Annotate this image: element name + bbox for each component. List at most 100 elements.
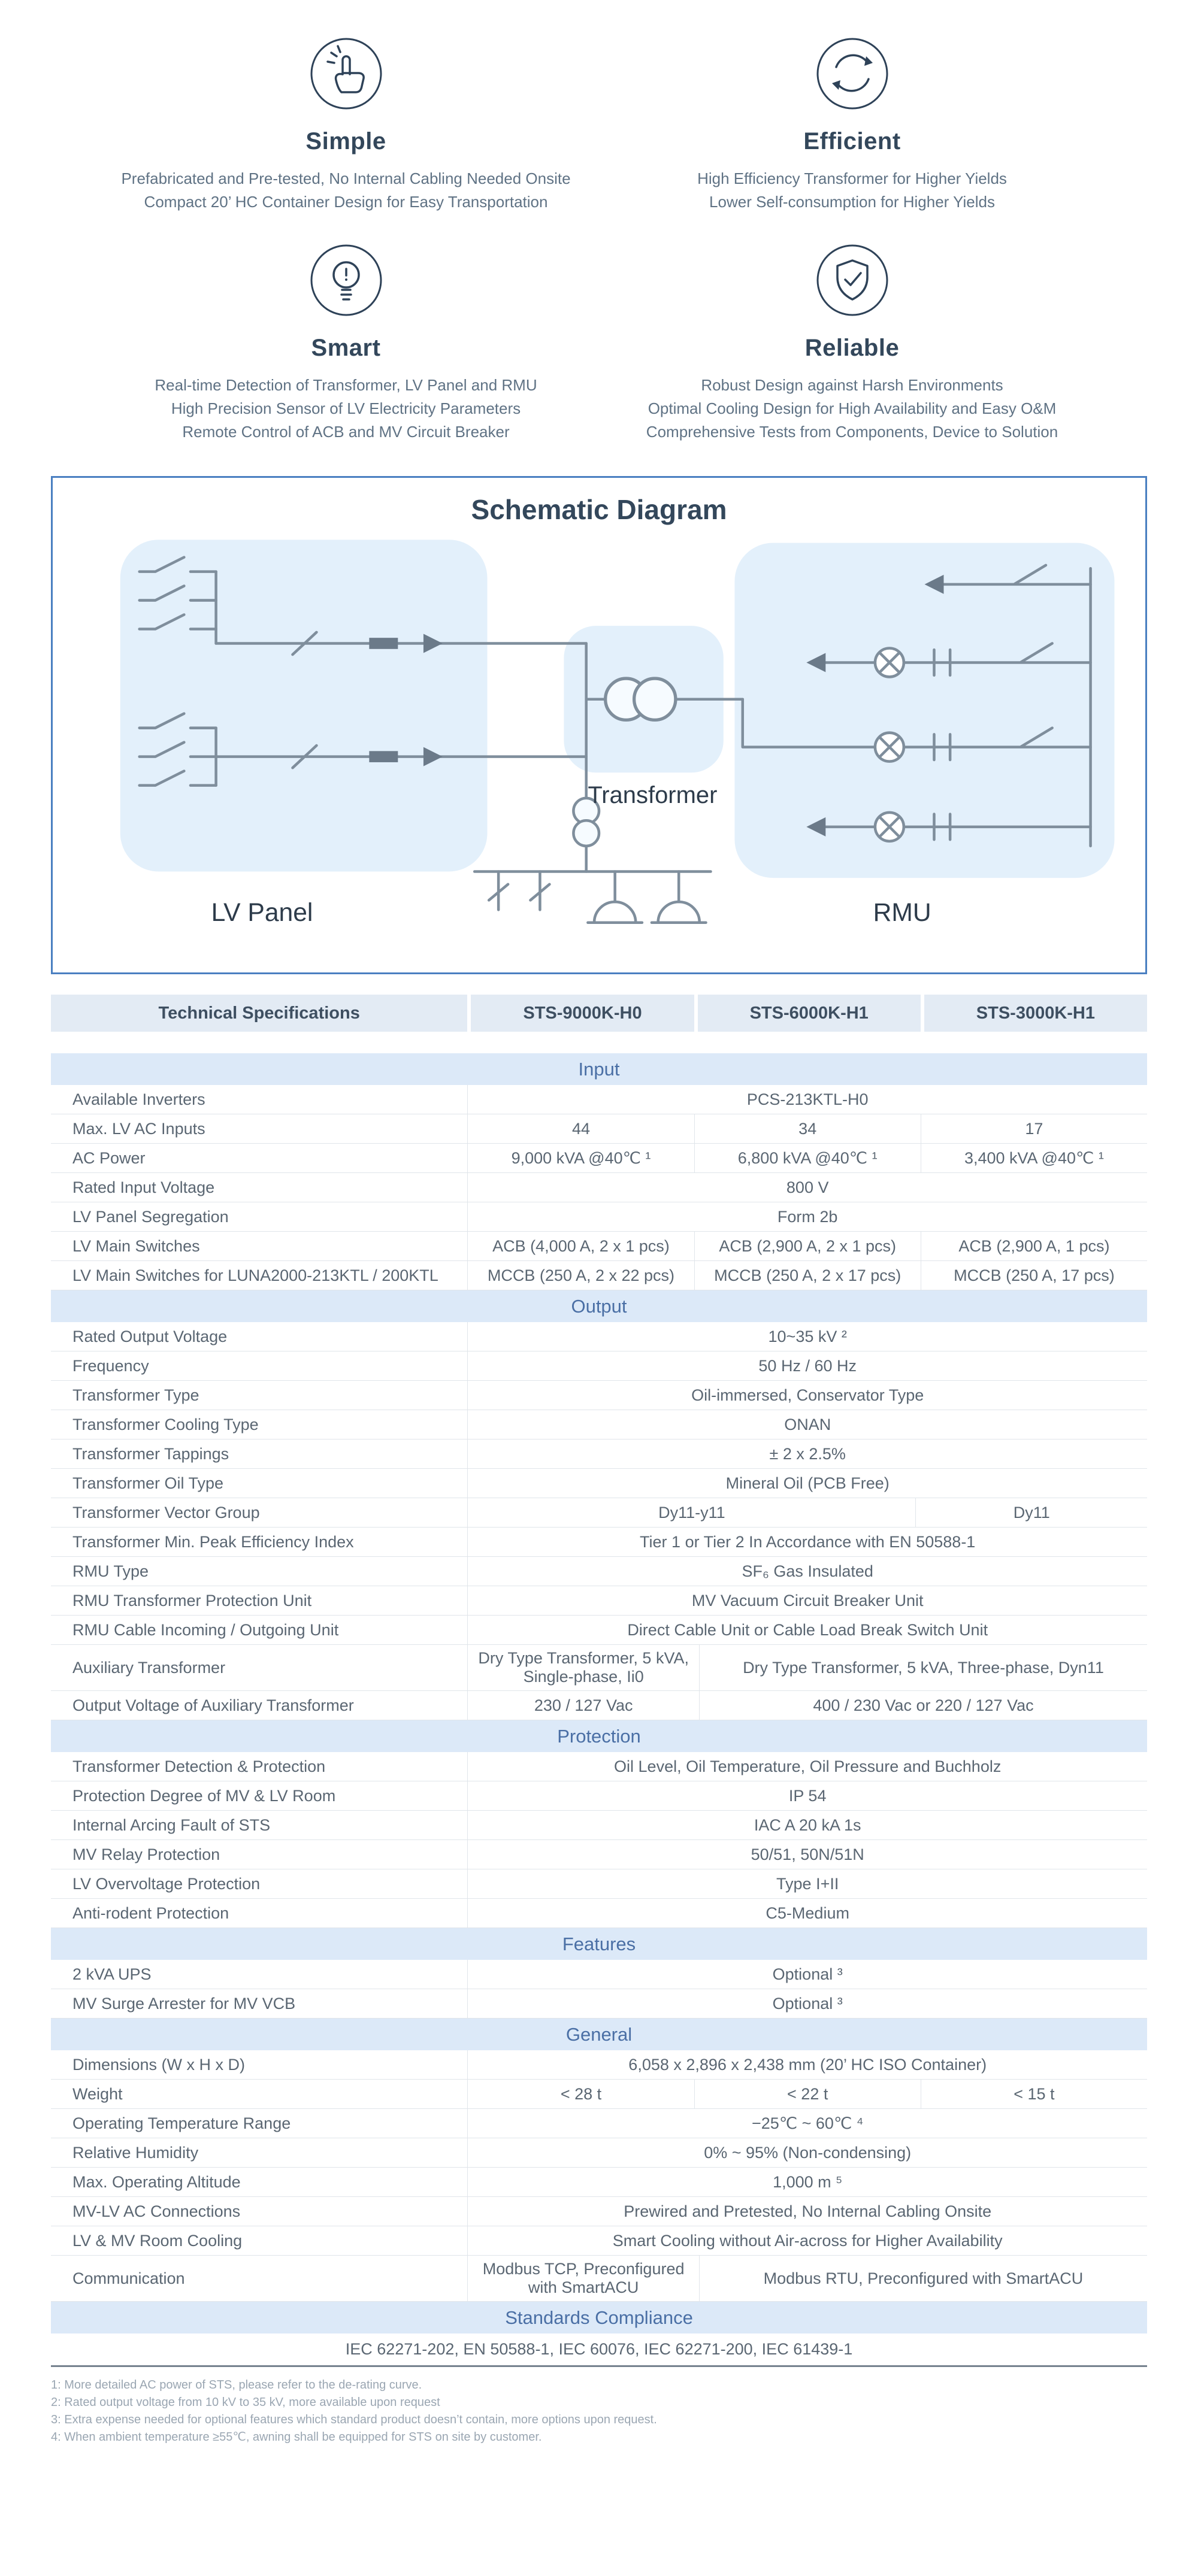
feature-card-efficient: Efficient High Efficiency Transformer fo…: [599, 7, 1105, 214]
spec-value: Type I+II: [467, 1869, 1147, 1898]
footnotes: 1: More detailed AC power of STS, please…: [51, 2377, 1147, 2464]
footnote: 2: Rated output voltage from 10 kV to 35…: [51, 2396, 440, 2409]
transformer-symbol: [603, 677, 677, 722]
spec-label: RMU Cable Incoming / Outgoing Unit: [72, 1620, 339, 1639]
spec-label: Auxiliary Transformer: [72, 1658, 226, 1677]
spec-label: 2 kVA UPS: [72, 1965, 152, 1983]
spec-value: Oil-immersed, Conservator Type: [467, 1381, 1147, 1410]
spec-value: ONAN: [467, 1410, 1147, 1439]
spec-values: Optional ³: [467, 1989, 1147, 2018]
spec-row: RMU Cable Incoming / Outgoing Unit Direct…: [51, 1616, 1147, 1645]
feature-title: Efficient: [803, 128, 901, 154]
spec-value: Dy11: [915, 1498, 1147, 1527]
spec-table: Technical Specifications STS-9000K-H0 ST…: [51, 995, 1147, 2367]
section-header: Standards Compliance: [51, 2302, 1147, 2333]
spec-value: 0% ~ 95% (Non-condensing): [467, 2138, 1147, 2167]
spec-value: MCCB (250 A, 2 x 17 pcs): [694, 1261, 921, 1290]
col-header-model-1: STS-9000K-H0: [471, 995, 694, 1032]
spec-value: < 22 t: [694, 2080, 921, 2108]
spec-values: ACB (4,000 A, 2 x 1 pcs)ACB (2,900 A, 2 …: [467, 1232, 1147, 1260]
section-header: General: [51, 2019, 1147, 2050]
spec-value: IP 54: [467, 1781, 1147, 1810]
col-header-model-3: STS-3000K-H1: [924, 995, 1147, 1032]
spec-label: Transformer Min. Peak Efficiency Index: [72, 1532, 354, 1551]
feature-text-line: High Efficiency Transformer for Higher Y…: [697, 169, 1007, 187]
feature-text-line: Prefabricated and Pre-tested, No Interna…: [121, 169, 571, 187]
spec-label: Communication: [72, 2269, 185, 2287]
spec-label: MV Relay Protection: [72, 1845, 220, 1863]
spec-value: Direct Cable Unit or Cable Load Break Sw…: [467, 1616, 1147, 1644]
fuse-symbol: [369, 751, 398, 762]
spec-label: Transformer Detection & Protection: [72, 1757, 326, 1775]
spec-label: Relative Humidity: [72, 2143, 199, 2162]
spec-label: Transformer Vector Group: [72, 1503, 260, 1522]
schematic-box: Schematic Diagram: [51, 476, 1147, 974]
rmu-highlight: [734, 543, 1115, 878]
spec-label: Operating Temperature Range: [72, 2114, 291, 2132]
spec-value: Form 2b: [467, 1202, 1147, 1231]
spec-label: LV Main Switches for LUNA2000-213KTL / 2…: [72, 1266, 438, 1284]
spec-values: 6,058 x 2,896 x 2,438 mm (20’ HC ISO Con…: [467, 2050, 1147, 2079]
feature-title: Simple: [305, 128, 386, 154]
spec-value: 230 / 127 Vac: [467, 1691, 699, 1720]
spec-row: LV Panel Segregation Form 2b: [51, 1202, 1147, 1232]
spec-label: Max. LV AC Inputs: [72, 1119, 205, 1138]
spec-row: Transformer Oil Type Mineral Oil (PCB Fre…: [51, 1469, 1147, 1498]
shield-check-icon: [815, 243, 890, 318]
section-header: Features: [51, 1928, 1147, 1960]
spec-value: < 28 t: [467, 2080, 694, 2108]
spec-label: Output Voltage of Auxiliary Transformer: [72, 1696, 354, 1714]
footnote: 1: More detailed AC power of STS, please…: [51, 2378, 422, 2392]
spec-label: Dimensions (W x H x D): [72, 2055, 246, 2074]
spec-value: PCS-213KTL-H0: [467, 1085, 1147, 1114]
spec-value: 9,000 kVA @40℃ ¹: [467, 1144, 694, 1172]
spec-values: MCCB (250 A, 2 x 22 pcs)MCCB (250 A, 2 x…: [467, 1261, 1147, 1290]
spec-label: Transformer Tappings: [72, 1444, 229, 1463]
spec-values: Oil Level, Oil Temperature, Oil Pressure…: [467, 1752, 1147, 1781]
spec-value: ± 2 x 2.5%: [467, 1439, 1147, 1468]
spec-label: Rated Output Voltage: [72, 1327, 228, 1345]
spec-value: ACB (2,900 A, 1 pcs): [920, 1232, 1147, 1260]
footnote: 4: When ambient temperature ≥55℃, awning…: [51, 2430, 542, 2444]
spec-value: 6,800 kVA @40℃ ¹: [694, 1144, 921, 1172]
spec-value: 44: [467, 1114, 694, 1143]
spec-label: LV Main Switches: [72, 1237, 200, 1255]
tap-icon: [308, 36, 384, 111]
spec-label: Transformer Oil Type: [72, 1474, 224, 1492]
spec-value: −25℃ ~ 60℃ ⁴: [467, 2109, 1147, 2138]
spec-value: 400 / 230 Vac or 220 / 127 Vac: [698, 1691, 1147, 1720]
spec-label: LV & MV Room Cooling: [72, 2231, 243, 2250]
spec-values: IAC A 20 kA 1s: [467, 1811, 1147, 1839]
spec-values: IP 54: [467, 1781, 1147, 1810]
spec-label: Anti-rodent Protection: [72, 1904, 229, 1922]
spec-row: Operating Temperature Range −25℃ ~ 60℃ ⁴: [51, 2109, 1147, 2138]
feature-text-line: Comprehensive Tests from Components, Dev…: [646, 423, 1058, 441]
spec-values: Direct Cable Unit or Cable Load Break Sw…: [467, 1616, 1147, 1644]
spec-values: 800 V: [467, 1173, 1147, 1202]
spec-values: Mineral Oil (PCB Free): [467, 1469, 1147, 1498]
spec-value: 1,000 m ⁵: [467, 2168, 1147, 2196]
spec-value: IAC A 20 kA 1s: [467, 1811, 1147, 1839]
spec-row: Auxiliary Transformer Dry Type Transforme…: [51, 1645, 1147, 1691]
spec-value: SF₆ Gas Insulated: [467, 1557, 1147, 1586]
spec-label: MV-LV AC Connections: [72, 2202, 241, 2220]
spec-values: 1,000 m ⁵: [467, 2168, 1147, 2196]
feature-text-line: Robust Design against Harsh Environments: [701, 376, 1003, 394]
spec-values: Dry Type Transformer, 5 kVA, Single-phas…: [467, 1645, 1147, 1690]
feature-text-line: Lower Self-consumption for Higher Yields: [709, 193, 995, 211]
spec-label: LV Overvoltage Protection: [72, 1874, 261, 1893]
feature-text-line: Remote Control of ACB and MV Circuit Bre…: [182, 423, 510, 441]
spec-values: C5-Medium: [467, 1899, 1147, 1928]
spec-value: MCCB (250 A, 17 pcs): [920, 1261, 1147, 1290]
spec-label: LV Panel Segregation: [72, 1207, 229, 1226]
feature-text-line: Compact 20’ HC Container Design for Easy…: [144, 193, 548, 211]
spec-values: MV Vacuum Circuit Breaker Unit: [467, 1586, 1147, 1615]
